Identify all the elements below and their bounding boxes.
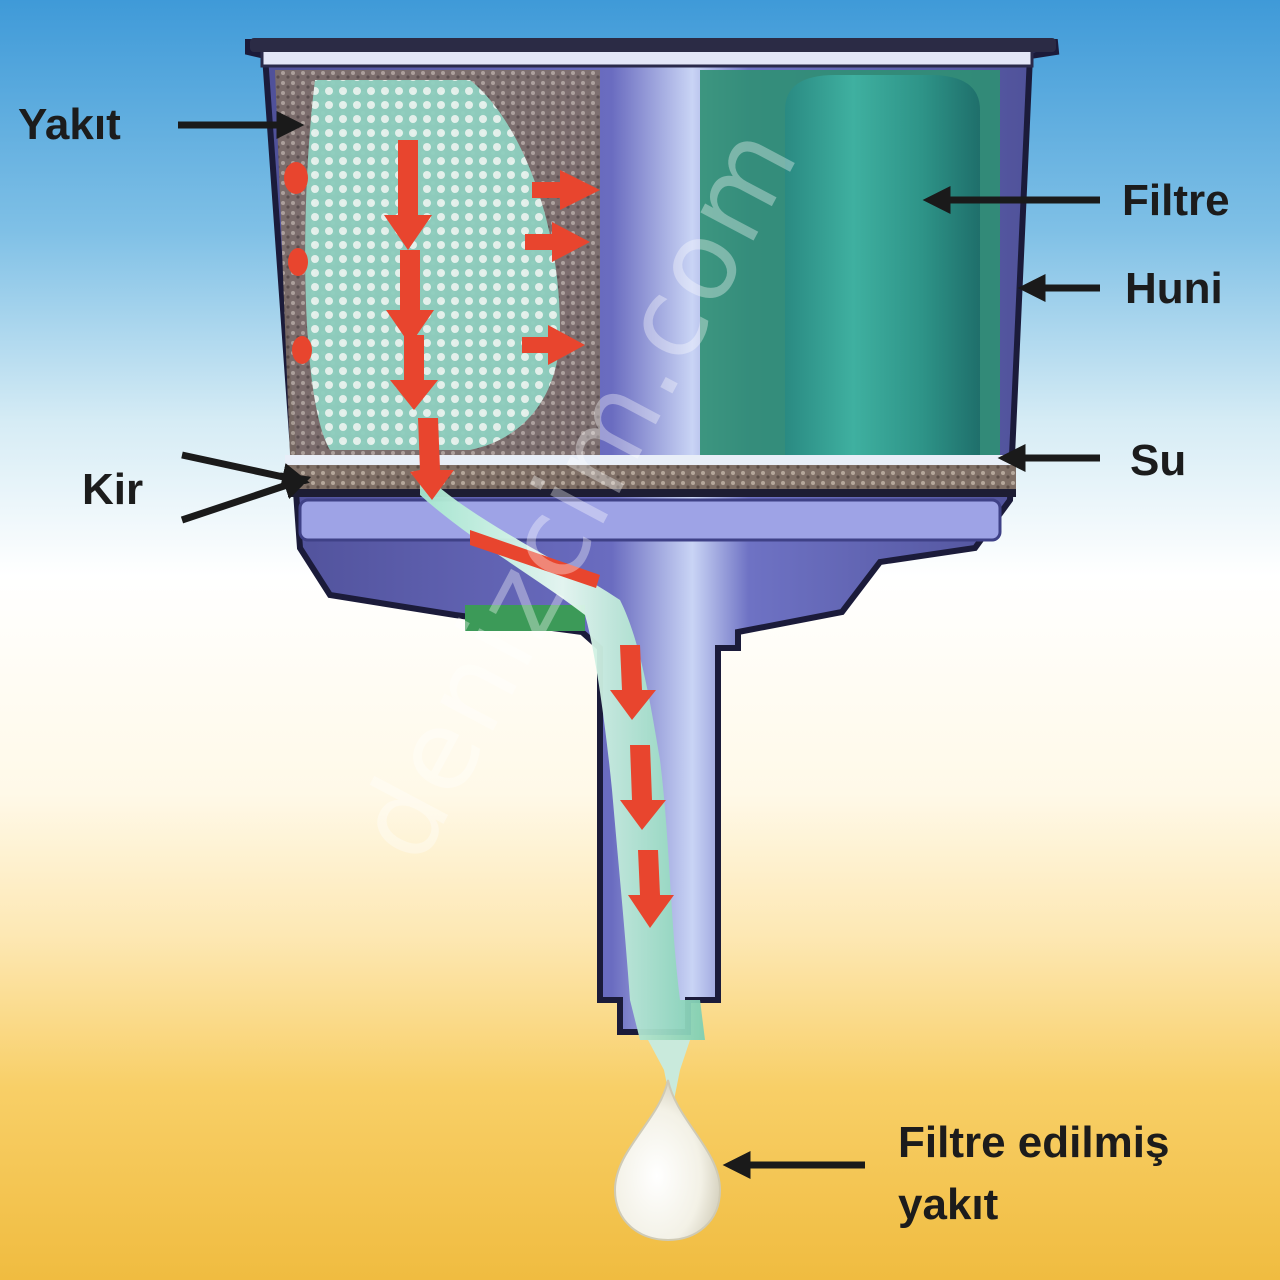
- label-kir: Kir: [82, 465, 144, 514]
- flow-arrow-icon: [522, 325, 585, 365]
- dirt-layer: [288, 465, 1016, 489]
- flow-arrow-icon: [410, 418, 454, 500]
- flow-arrow-icon: [628, 850, 674, 928]
- flow-arrow-icon: [610, 645, 656, 720]
- label-yakit: Yakıt: [18, 100, 121, 149]
- label-huni: Huni: [1125, 264, 1223, 313]
- fuel-drop-icon: [613, 1079, 722, 1242]
- label-filtre: Filtre: [1122, 176, 1230, 225]
- flow-arrows: [284, 140, 674, 928]
- flow-arrow-icon: [386, 250, 434, 345]
- flow-arrow-icon: [525, 222, 590, 262]
- flow-arrow-icon: [384, 140, 432, 250]
- flow-arrow-icon: [390, 335, 438, 410]
- arrow-pointer-icon: [181, 451, 310, 491]
- label-su: Su: [1130, 436, 1187, 485]
- flow-arrow-icon: [532, 170, 600, 210]
- label-filtered-fuel-line1: Filtre edilmiş: [898, 1118, 1170, 1167]
- filter-mesh: [275, 70, 600, 455]
- water-layer: [285, 455, 1017, 465]
- arrow-pointer-icon: [180, 472, 312, 524]
- flow-arrow-icon: [470, 530, 600, 588]
- flow-arrow-icon: [620, 745, 666, 830]
- filter-cylinder: [700, 70, 1000, 460]
- label-filtered-fuel-line2: yakıt: [898, 1180, 999, 1229]
- drip: [648, 1040, 690, 1110]
- green-base: [465, 605, 585, 631]
- pointer-arrows: [178, 111, 1100, 1179]
